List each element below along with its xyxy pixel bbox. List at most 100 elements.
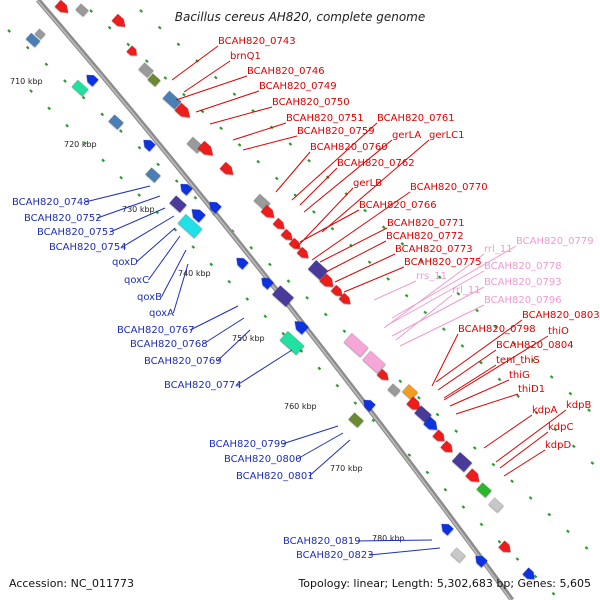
left-label-callout [121,215,175,248]
scale-tick-label: 770 kbp [330,464,363,473]
right-label-callout [299,209,360,243]
reverse-gene-block [71,79,89,97]
right-label-callout [499,431,549,469]
forward-gene-arrow [111,13,126,27]
right-gene-label: kdpC [548,422,573,433]
left-gene-label: BCAH820_0753 [37,227,115,238]
forward-gene-arrow [498,540,511,553]
right-gene-label: BCAH820_0770 [410,182,488,193]
scale-tick-label: 710 kbp [10,77,43,86]
gene-labels: BCAH820_0743brnQ1BCAH820_0746BCAH820_074… [12,36,600,561]
reverse-gene-block [271,285,295,307]
accession-text: Accession: NC_011773 [9,577,135,590]
right-label-callout [391,245,517,319]
right-label-callout [209,106,273,125]
right-gene-label: thiO [548,326,569,337]
right-label-callout [242,135,298,151]
forward-gene-block [162,90,182,110]
right-label-callout [325,240,387,273]
left-gene-label: BCAH820_0823 [296,550,374,561]
right-label-callout [299,167,338,206]
left-label-callout [109,207,166,233]
right-label-callout [449,379,510,407]
left-label-callout [296,432,344,460]
right-gene-label: BCAH820_0751 [286,113,364,124]
map-title: Bacillus cereus AH820, complete genome [174,10,426,24]
reverse-gene-arrow [209,201,222,214]
reverse-gene-block [108,114,124,130]
scale-tick-label: 730 kbp [122,205,155,214]
left-gene-label: BCAH820_0800 [224,454,302,465]
reverse-gene-block [25,32,41,48]
left-gene-label: BCAH820_0752 [24,213,102,224]
forward-gene-block [387,383,401,397]
reverse-gene-arrow [261,277,274,290]
right-gene-label: BCAH820_0773 [395,244,473,255]
right-gene-label: kdpD [545,440,571,451]
reverse-gene-block [279,330,305,356]
left-label-callout [136,227,176,263]
left-gene-label: qoxC [124,275,149,286]
reverse-gene-arrow [143,139,156,152]
right-gene-label: BCAH820_0804 [496,340,574,351]
right-gene-label: BCAH820_0771 [387,218,465,229]
right-label-callout [503,449,546,477]
forward-gene-arrow [330,284,343,297]
right-label-callout [431,333,459,387]
forward-gene-arrow [296,246,309,259]
right-gene-label: BCAH820_0796 [484,295,562,306]
reverse-gene-block [145,167,161,183]
left-gene-label: BCAH820_0754 [49,242,127,253]
right-label-callout [311,191,411,261]
left-label-callout [356,539,433,542]
right-label-callout [275,151,311,193]
left-gene-label: BCAH820_0769 [144,356,222,367]
forward-gene-arrow [260,204,275,218]
right-gene-label: BCAH820_0772 [386,231,464,242]
left-label-callout [202,317,245,345]
right-label-callout [319,227,388,263]
reverse-gene-block [348,412,364,428]
forward-gene-block [147,73,161,87]
right-label-callout [321,139,430,233]
right-gene-label: BCAH820_0793 [484,277,562,288]
left-label-callout [189,305,239,331]
reverse-gene-arrow [191,209,206,223]
right-label-callout [171,45,219,81]
forward-gene-arrow [522,567,535,580]
forward-gene-arrow [319,273,334,287]
right-label-callout [399,304,485,347]
right-gene-label: BCAH820_0778 [484,261,562,272]
scale-tick-label: 780 kbp [372,534,405,543]
left-gene-label: BCAH820_0748 [12,197,90,208]
right-gene-label: BCAH820_0798 [458,324,536,335]
forward-gene-block [401,383,419,401]
right-gene-label: BCAH820_0762 [337,158,415,169]
left-label-callout [216,329,251,362]
forward-gene-block [362,350,386,374]
forward-gene-arrow [174,102,191,118]
forward-gene-block [343,332,369,358]
right-gene-label: BCAH820_0750 [272,97,350,108]
scale-tick-row [139,9,600,421]
reverse-gene-arrow [180,183,193,196]
right-label-callout [373,280,417,301]
scale-tick-label: 740 kbp [178,269,211,278]
right-label-callout [334,253,396,283]
left-label-callout [236,349,293,386]
topology-text: Topology: linear; Length: 5,302,683 bp; … [298,577,591,590]
left-label-callout [282,425,339,445]
left-gene-label: BCAH820_0774 [164,380,242,391]
right-label-callout [437,349,497,391]
forward-gene-arrow [423,416,438,430]
right-label-callout [435,319,523,383]
right-gene-label: rrs_11 [416,271,447,282]
right-label-callout [383,253,485,329]
right-label-callout [295,187,354,249]
right-label-callout [495,409,567,463]
left-gene-label: qoxA [149,308,174,319]
forward-gene-arrow [280,228,293,241]
right-label-callout [443,335,549,401]
gene-features [25,0,535,580]
